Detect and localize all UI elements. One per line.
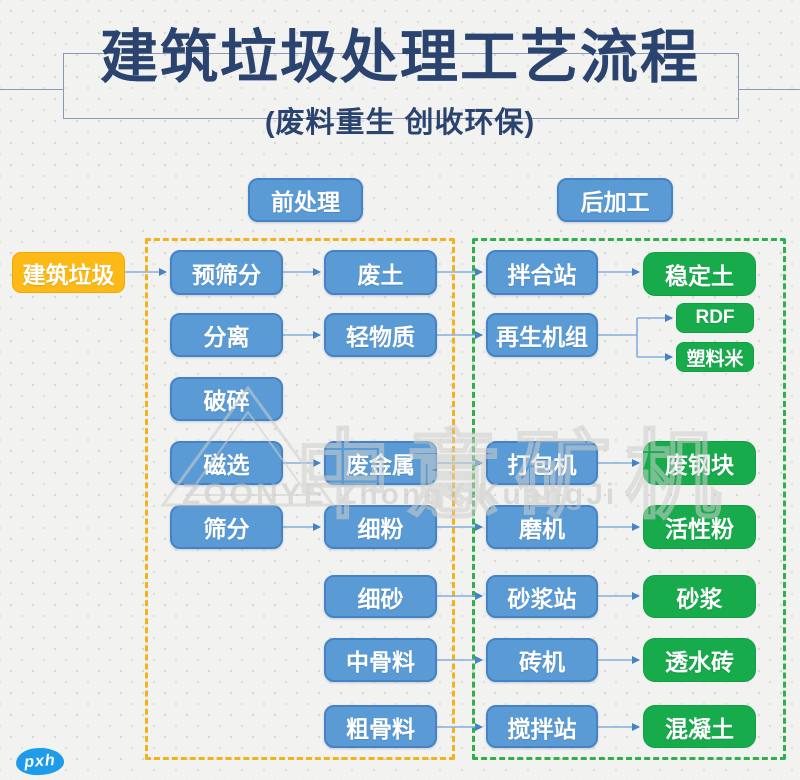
section-pre-node: 前处理 [248, 178, 363, 222]
pre-processing-region [145, 238, 455, 760]
header-rule-left [0, 89, 63, 90]
light-matter-node: 轻物质 [324, 313, 437, 357]
regen-unit-node: 再生机组 [486, 313, 598, 357]
post-processing-region [472, 238, 786, 760]
fine-sand-node: 细砂 [324, 575, 437, 618]
page-title: 建筑垃圾处理工艺流程 [99, 25, 700, 90]
steel-block-node: 废钢块 [643, 441, 756, 485]
section-post-node: 后加工 [557, 178, 673, 222]
permeable-brick-node: 透水砖 [643, 638, 756, 682]
mixing-station-node: 拌合站 [486, 250, 598, 295]
brick-machine-node: 砖机 [486, 638, 598, 682]
mill-node: 磨机 [486, 505, 598, 549]
magnetic-sep-node: 磁选 [170, 441, 283, 485]
pxh-logo-text: pxh [23, 751, 57, 771]
fine-powder-node: 细粉 [324, 505, 437, 549]
rdf-node: RDF [676, 303, 754, 333]
mixing-plant-node: 搅拌站 [486, 705, 598, 748]
mortar-node: 砂浆 [643, 575, 756, 618]
header-rule-right [739, 89, 800, 90]
pre-screen-node: 预筛分 [170, 250, 283, 295]
screening-node: 筛分 [170, 505, 283, 549]
active-powder-node: 活性粉 [643, 505, 756, 549]
title-outline-box [63, 53, 739, 119]
separation-node: 分离 [170, 313, 283, 357]
scrap-metal-node: 废金属 [324, 441, 437, 485]
baler-node: 打包机 [486, 441, 598, 485]
crushing-node: 破碎 [170, 377, 283, 421]
source-node: 建筑垃圾 [12, 252, 125, 293]
coarse-aggregate-node: 粗骨料 [324, 705, 437, 748]
plastic-rice-node: 塑料米 [676, 342, 754, 372]
mortar-station-node: 砂浆站 [486, 575, 598, 618]
mid-aggregate-node: 中骨料 [324, 638, 437, 682]
page-subtitle: (废料重生 创收环保) [264, 107, 536, 139]
concrete-node: 混凝土 [643, 705, 756, 748]
stable-soil-node: 稳定土 [643, 252, 756, 296]
waste-soil-node: 废土 [324, 250, 437, 295]
